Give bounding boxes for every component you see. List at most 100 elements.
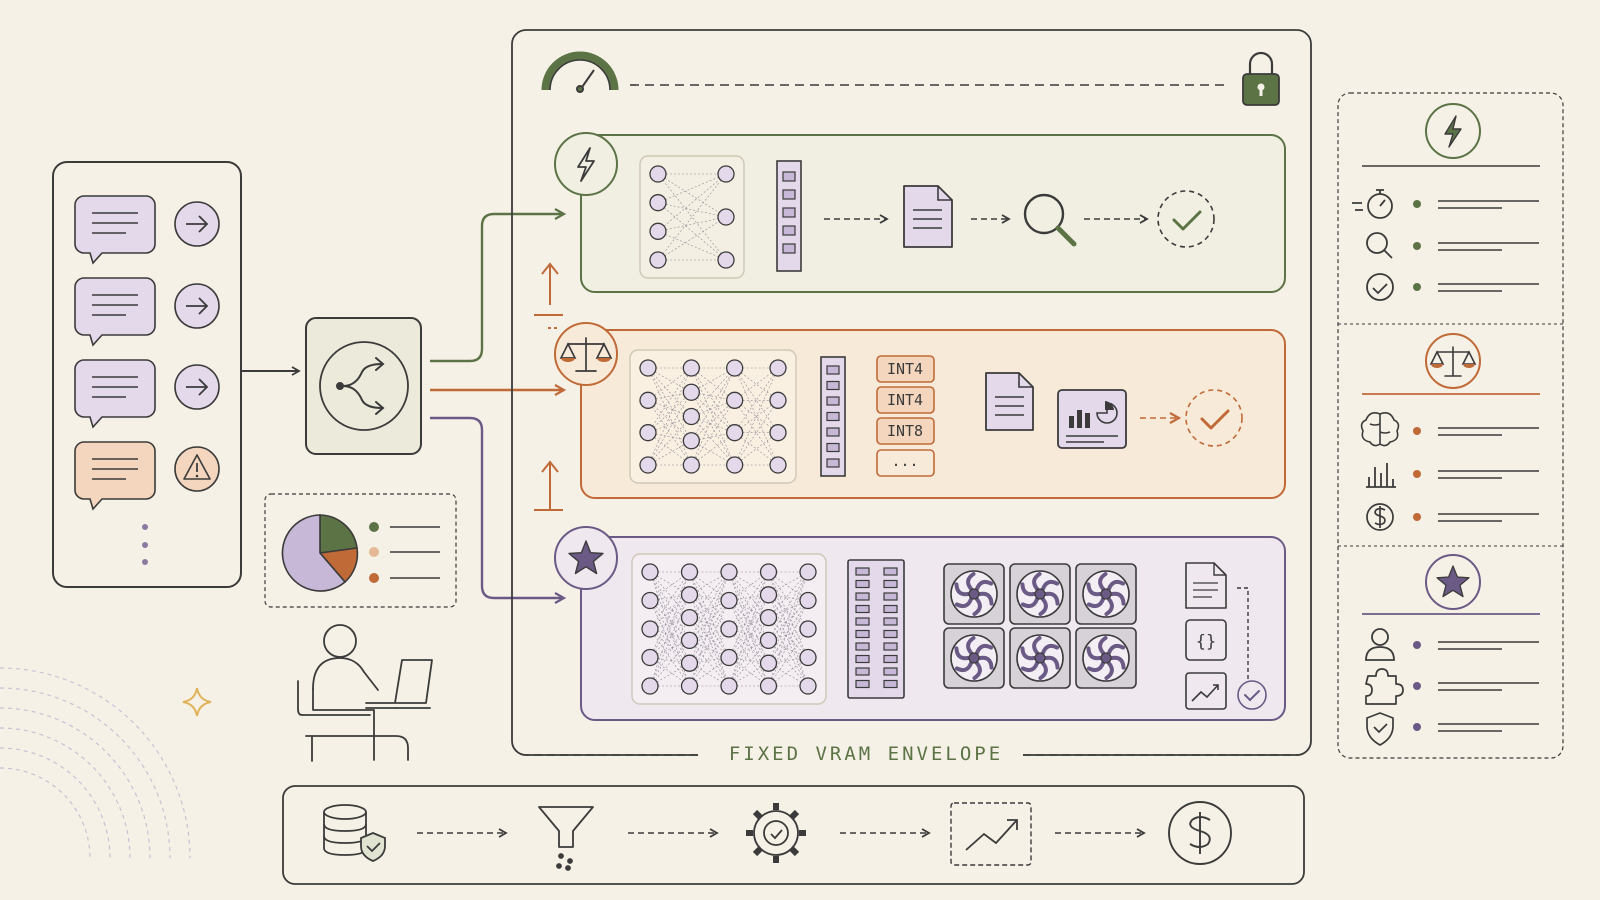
memory-slot <box>883 567 898 576</box>
net-edge <box>657 173 727 232</box>
star-icon <box>554 526 618 590</box>
net-edge <box>649 600 690 618</box>
puzzle-icon <box>1365 668 1404 705</box>
net-edge <box>647 392 692 433</box>
net-edge <box>647 400 692 466</box>
net-node <box>799 648 817 667</box>
arrow-circle-icon[interactable] <box>174 283 220 329</box>
net-edge <box>768 571 809 664</box>
stopwatch-icon <box>1352 189 1393 219</box>
shield-check-icon <box>1366 712 1394 746</box>
memory-slot <box>883 679 898 689</box>
net-node <box>720 677 738 695</box>
net-edge <box>689 628 730 664</box>
net-edge <box>691 392 735 433</box>
router-node[interactable] <box>305 317 422 455</box>
speedometer-icon <box>541 51 619 93</box>
memory-slot <box>883 617 898 626</box>
vram-envelope: FIXED VRAM ENVELOPE <box>511 29 1312 765</box>
net-edge <box>689 594 730 658</box>
net-edge <box>728 594 769 687</box>
net-node <box>759 563 778 581</box>
net-edge <box>734 367 779 466</box>
memory-slot <box>855 579 870 589</box>
net-node <box>682 432 700 450</box>
traffic-mix-card <box>264 493 457 608</box>
brain-icon <box>1360 412 1400 447</box>
memory-slot <box>782 225 796 236</box>
net-edge <box>689 594 730 630</box>
net-edge <box>768 640 809 658</box>
net-edge <box>728 600 769 618</box>
memory-slot <box>883 604 898 614</box>
net-edge <box>768 628 809 664</box>
net-edge <box>657 202 727 218</box>
check-small-icon <box>1366 273 1394 301</box>
net-edge <box>734 367 779 401</box>
memory-slot <box>826 380 840 391</box>
net-edge <box>728 640 769 658</box>
arrow-circle-icon[interactable] <box>174 364 220 410</box>
request-queue-panel <box>52 161 242 588</box>
net-node <box>717 251 735 269</box>
magnifier-icon <box>1023 193 1077 247</box>
memory-slot <box>855 654 870 664</box>
quant-tag-2: INT4 <box>887 391 923 409</box>
net-edge <box>689 628 730 641</box>
net-edge <box>768 617 809 630</box>
report-chart-icon <box>1057 389 1127 449</box>
net-edge <box>728 617 769 658</box>
medium-memory-stack <box>820 356 846 477</box>
net-edge <box>728 628 769 687</box>
memory-slot <box>826 427 840 437</box>
large-memory-stack <box>847 559 905 699</box>
net-edge <box>728 628 769 641</box>
cost-pipeline-bar <box>282 785 1305 885</box>
net-node <box>641 620 659 638</box>
memory-slot <box>855 604 870 614</box>
check-circle-icon <box>1185 389 1243 447</box>
net-edge <box>768 628 809 687</box>
legend-scales-icon <box>1425 333 1481 389</box>
user-icon <box>1365 628 1395 661</box>
trend-chart-icon <box>950 802 1032 866</box>
net-node <box>720 620 738 638</box>
net-node <box>759 677 778 695</box>
net-edge <box>649 617 690 630</box>
request-bubble-2[interactable] <box>74 277 156 347</box>
net-edge <box>689 571 730 664</box>
memory-slot <box>855 592 870 601</box>
net-edge <box>691 367 735 433</box>
net-edge <box>689 600 730 618</box>
small-neural-net-icon <box>639 155 745 279</box>
net-node <box>649 165 667 183</box>
memory-slot <box>855 642 870 651</box>
net-edge <box>691 416 735 466</box>
net-node <box>682 383 700 401</box>
net-edge <box>647 367 692 433</box>
funnel-icon <box>538 806 594 871</box>
warning-icon[interactable] <box>174 446 220 492</box>
output-artifacts: {} <box>1185 562 1267 710</box>
net-edge <box>689 617 730 630</box>
arrow-circle-icon[interactable] <box>174 201 220 247</box>
legend-lightning-icon <box>1425 103 1481 159</box>
memory-slot <box>782 171 796 182</box>
net-edge <box>728 571 769 664</box>
net-edge <box>734 400 779 466</box>
net-node <box>769 359 787 377</box>
net-edge <box>691 367 735 401</box>
net-edge <box>657 216 727 261</box>
request-bubble-3[interactable] <box>74 359 156 429</box>
net-node <box>726 424 744 442</box>
net-edge <box>728 594 769 658</box>
net-node <box>641 648 659 667</box>
net-edge <box>734 432 779 466</box>
route-to-fast-arrow <box>430 214 563 363</box>
request-bubble-1[interactable] <box>74 195 156 265</box>
net-node <box>717 165 735 183</box>
request-bubble-4[interactable] <box>74 441 156 511</box>
memory-slot <box>855 567 870 576</box>
memory-slot <box>883 579 898 589</box>
